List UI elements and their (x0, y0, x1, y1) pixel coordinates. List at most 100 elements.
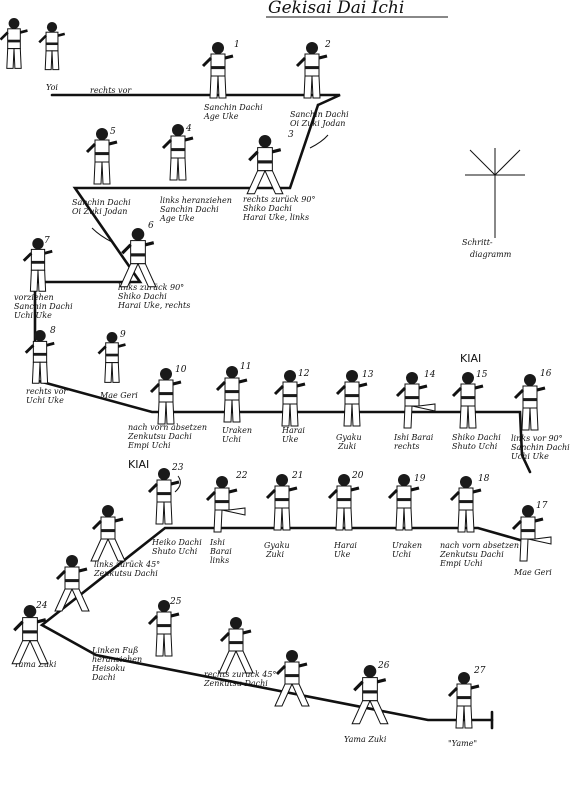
figure-belt (171, 148, 185, 151)
figure-arm-left (249, 152, 257, 160)
figure-torso (95, 140, 109, 162)
figure-torso (8, 29, 21, 49)
figure-torso (285, 662, 299, 684)
step-17-line-1: Mae Geri (513, 568, 552, 577)
figure-torso (101, 517, 115, 539)
figure-arm-left (221, 633, 229, 641)
step-9-line-1: Mae Geri (99, 391, 138, 400)
figure-leg-right (232, 400, 240, 422)
figure-torso (305, 54, 319, 76)
figure-torso (157, 480, 171, 502)
figure-head (524, 374, 536, 386)
figure-torso (157, 612, 171, 634)
figure-leg-right (52, 51, 59, 70)
title: Gekisai Dai Ichi (268, 0, 404, 18)
figure-torso (459, 488, 473, 510)
figure-head (158, 600, 170, 612)
step-number-26: 26 (377, 661, 390, 671)
step-12-line-2: Uke (282, 435, 299, 444)
step-1-line-2: Age Uke (203, 112, 239, 121)
step-number-5: 5 (110, 127, 116, 137)
figure-head (406, 372, 418, 384)
step-number-20: 20 (351, 471, 364, 481)
figure-belt (258, 160, 273, 163)
figure-torso (65, 567, 79, 589)
figure-arm-right (272, 150, 280, 152)
figure-leg-right (404, 508, 412, 530)
figure-arm-right (115, 519, 123, 521)
figure-leg-right (108, 539, 125, 561)
rechts-vor-label: rechts vor (90, 86, 132, 95)
karateka-figure-step-26 (352, 665, 388, 724)
step-15-line-1: Shiko Dachi (452, 433, 501, 442)
karateka-figure-step-2 (297, 42, 327, 98)
figure-leg-left (522, 408, 530, 430)
step-4-line-1: links heranziehen (160, 196, 232, 205)
figure-leg-left (404, 406, 412, 428)
figure-arm-left (39, 36, 46, 43)
figure-arm-left (513, 521, 521, 529)
figure-leg-left (460, 406, 468, 428)
figure-torso (211, 54, 225, 76)
figure-arm-right (58, 34, 65, 36)
figure-torso (258, 148, 273, 171)
figure-leg-left (344, 404, 352, 426)
step-21-line-1: Gyaku (264, 541, 290, 550)
figure-leg-left (91, 539, 108, 561)
figure-arm-left (217, 382, 225, 390)
figure-arm-right (351, 488, 359, 490)
step-10-line-2: Zenkutsu Dachi (127, 432, 192, 441)
figure-head (522, 505, 534, 517)
figure-torso (283, 382, 297, 404)
figure-leg-right (468, 406, 476, 428)
karateka-figure-start-b (39, 22, 65, 70)
step-number-2: 2 (324, 40, 331, 50)
figure-arm-left (267, 490, 275, 498)
figure-head (96, 128, 108, 140)
figure-torso (461, 384, 475, 406)
karateka-figure-step-3 (247, 135, 283, 194)
figure-head (398, 474, 410, 486)
figure-belt (461, 396, 475, 399)
step-number-10: 10 (175, 365, 187, 375)
figure-head (9, 18, 20, 29)
figure-head (286, 650, 298, 662)
figure-arm-right (173, 382, 181, 384)
figure-leg-right (38, 270, 46, 291)
step-number-3: 3 (288, 130, 294, 140)
karateka-figure-step-20 (329, 474, 359, 530)
figure-leg-left (275, 684, 292, 706)
figure-belt (157, 492, 171, 495)
figure-torso (405, 384, 419, 406)
step-1-line-1: Sanchin Dachi (204, 103, 263, 112)
figure-leg-left (282, 404, 290, 426)
step-22-line-1: Ishi (209, 538, 225, 547)
figure-arm-left (449, 688, 457, 696)
step-8-line-1: rechts vor (26, 387, 68, 396)
step-5-line-2: Oi Zuki Jodan (72, 207, 127, 216)
linken-fuss-line-3: Heisoku (91, 664, 125, 673)
karateka-figure-step-18 (451, 476, 481, 532)
karateka-figure-step-10 (151, 368, 181, 424)
figure-head (216, 476, 228, 488)
step-22-line-2: Barai (209, 547, 232, 556)
schritt-label-2: diagramm (470, 250, 512, 259)
figure-belt (363, 690, 378, 693)
figure-belt (211, 66, 225, 69)
figure-arm-right (411, 488, 419, 490)
figure-head (284, 370, 296, 382)
step-number-4: 4 (185, 124, 192, 134)
karateka-figure-step-1 (203, 42, 233, 98)
figure-leg-right (265, 171, 283, 194)
figure-torso (363, 678, 378, 701)
figure-arm-right (109, 142, 117, 144)
step-23-line-1: Heiko Dachi (151, 538, 202, 547)
figure-head (212, 42, 224, 54)
figure-leg-right (290, 404, 298, 426)
figure-torso (159, 380, 173, 402)
step-number-13: 13 (362, 370, 374, 380)
figure-leg-right (464, 706, 472, 728)
karateka-figure-step-8 (26, 330, 55, 383)
figure-belt (283, 394, 297, 397)
